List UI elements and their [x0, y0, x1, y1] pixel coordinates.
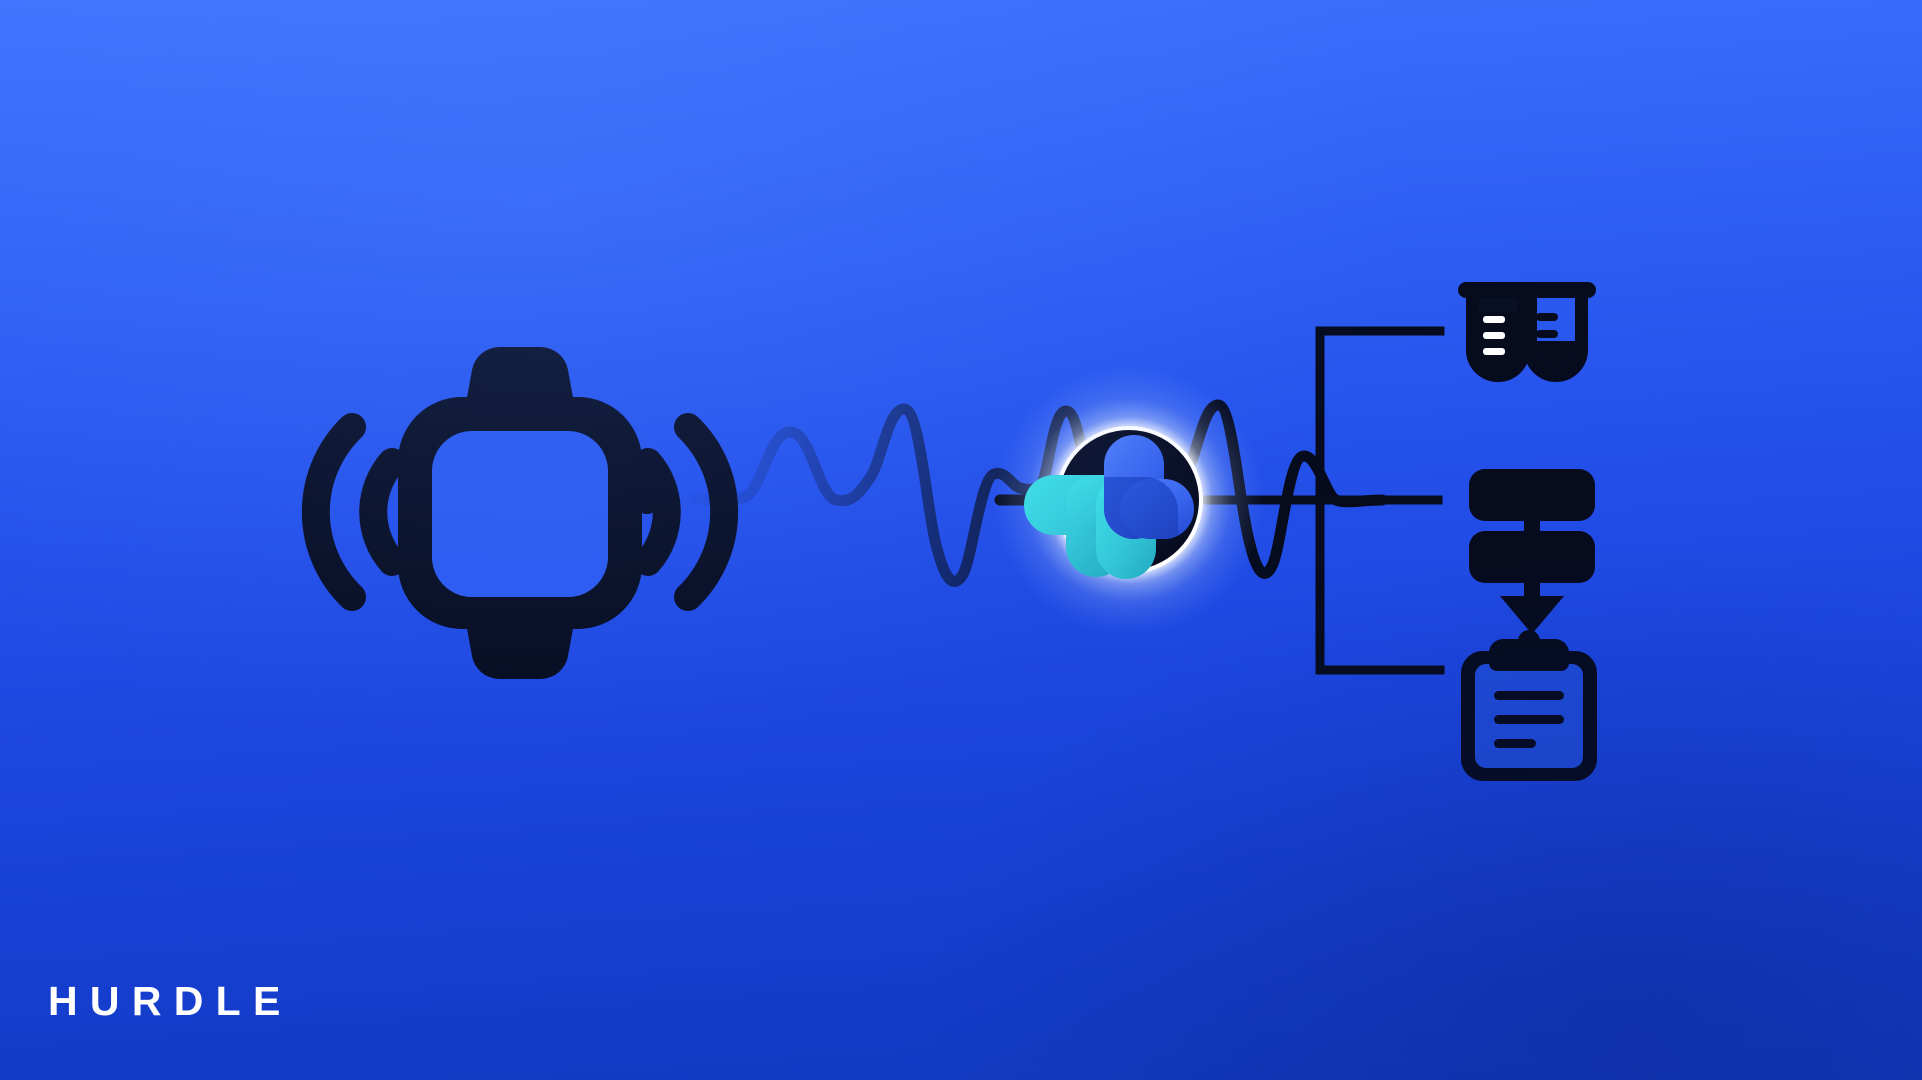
hurdle-plus-logomark — [1024, 435, 1194, 579]
smartwatch-screen — [432, 431, 608, 597]
brand-logo: HURDLE — [48, 981, 293, 1022]
brand-logo-text: HURDLE — [48, 978, 293, 1024]
test-tubes-icon — [1458, 282, 1596, 382]
clipboard-report-icon — [1461, 630, 1597, 781]
database-download-icon — [1469, 469, 1595, 634]
